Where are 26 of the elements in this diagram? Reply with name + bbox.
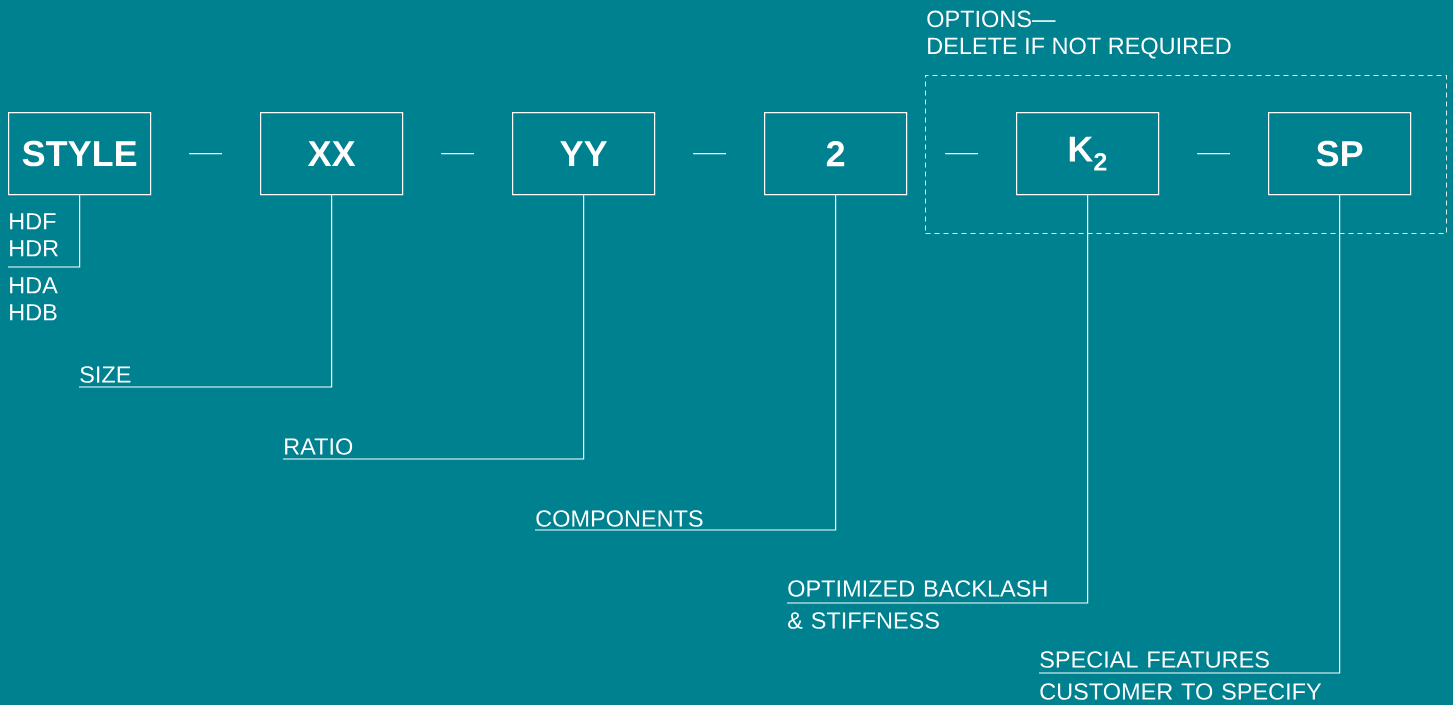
code-box: 2 xyxy=(764,112,908,196)
option-label: HDF HDR xyxy=(10,213,58,257)
leader-line xyxy=(78,194,333,388)
option-label: SIZE xyxy=(80,366,131,383)
option-label: SPECIAL FEATURES CUSTOMER TO SPECIFY xyxy=(1040,651,1322,700)
options-heading: DELETE IF NOT REQUIRED xyxy=(928,37,1231,59)
option-label: HDA HDB xyxy=(10,277,58,321)
separator-line xyxy=(692,153,727,155)
leader-line xyxy=(282,194,585,460)
separator-line xyxy=(944,153,979,155)
leader-line xyxy=(534,194,837,531)
separator-line xyxy=(188,153,223,155)
leader-line xyxy=(7,194,81,268)
option-label: COMPONENTS xyxy=(536,510,703,527)
option-label: RATIO xyxy=(285,438,353,455)
leader-line xyxy=(1038,194,1341,674)
options-heading: OPTIONS— xyxy=(927,10,1056,28)
code-box: XX xyxy=(260,112,404,196)
code-box: K$_{2}$ xyxy=(1016,112,1160,196)
separator-line xyxy=(440,153,475,155)
separator-line xyxy=(1196,153,1231,155)
code-box: YY xyxy=(512,112,656,196)
leader-line xyxy=(786,194,1089,604)
option-label: OPTIMIZED BACKLASH & STIFFNESS xyxy=(788,580,1047,629)
code-box: SP xyxy=(1268,112,1412,196)
code-box: STYLE xyxy=(8,112,152,196)
